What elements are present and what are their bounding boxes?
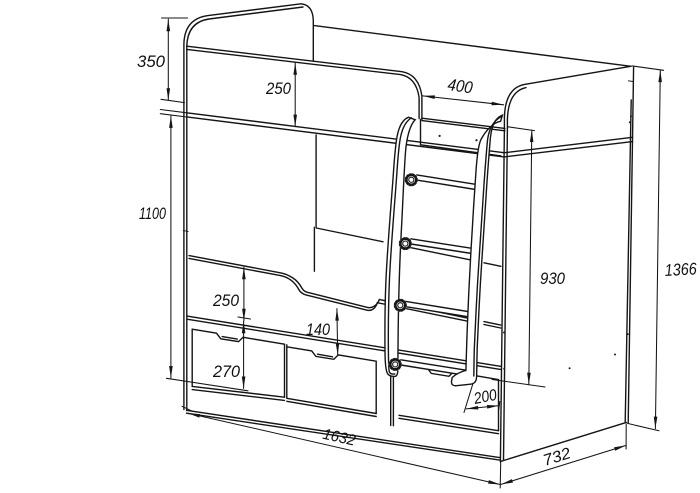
svg-text:350: 350 [137, 52, 166, 71]
svg-text:930: 930 [540, 269, 565, 288]
svg-text:1632: 1632 [321, 426, 357, 450]
svg-text:400: 400 [446, 75, 474, 97]
svg-text:200: 200 [472, 387, 499, 408]
svg-text:250: 250 [212, 291, 239, 310]
svg-text:1366: 1366 [664, 259, 697, 280]
svg-text:270: 270 [212, 362, 240, 381]
svg-text:250: 250 [265, 79, 291, 98]
svg-text:140: 140 [306, 320, 330, 339]
svg-text:732: 732 [541, 445, 573, 470]
svg-text:1100: 1100 [139, 204, 166, 223]
